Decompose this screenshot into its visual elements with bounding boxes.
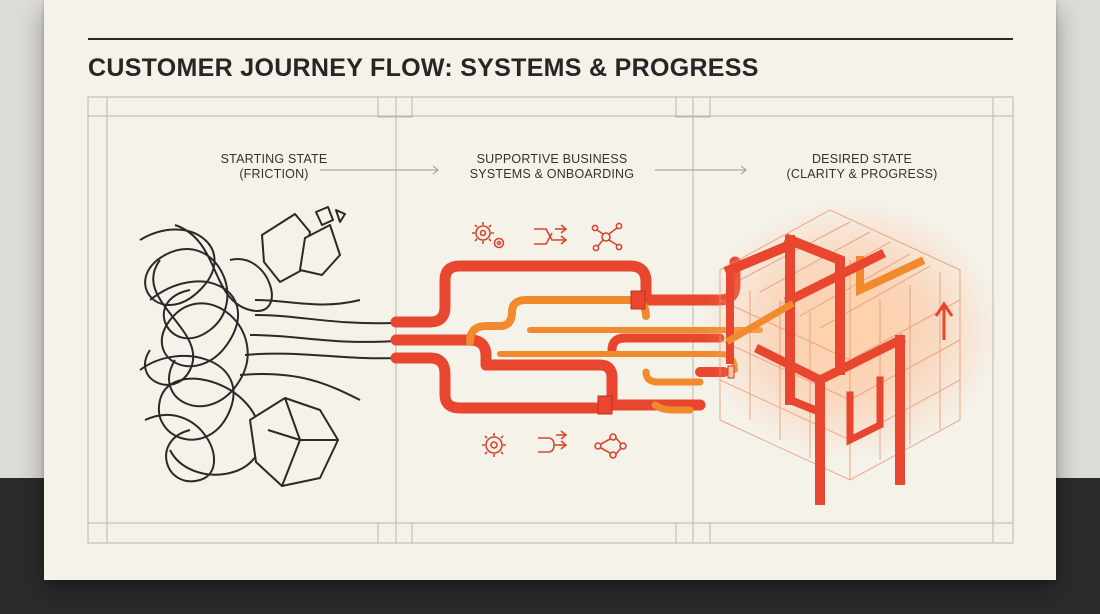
title-rule <box>88 38 1013 40</box>
page-title: CUSTOMER JOURNEY FLOW: SYSTEMS & PROGRES… <box>88 54 759 82</box>
stage-label-line: (CLARITY & PROGRESS) <box>786 167 938 181</box>
stage-label-supportive: SUPPORTIVE BUSINESS SYSTEMS & ONBOARDING <box>452 152 652 182</box>
stage-label-line: STARTING STATE <box>220 152 328 166</box>
gear-icon <box>482 433 506 457</box>
shuffle-arrows-icon <box>534 224 568 245</box>
stage-label-line: (FRICTION) <box>239 167 309 181</box>
stage-label-line: SUPPORTIVE BUSINESS <box>476 152 628 166</box>
gears-icon <box>472 222 505 249</box>
panel-frame <box>87 96 1014 544</box>
broken-cube-icon <box>249 206 346 487</box>
stage-label-line: SYSTEMS & ONBOARDING <box>469 167 635 181</box>
stage-label-desired: DESIRED STATE (CLARITY & PROGRESS) <box>762 152 962 182</box>
merge-arrows-icon <box>538 430 568 453</box>
stage-label-starting: STARTING STATE (FRICTION) <box>174 152 374 182</box>
stage-connector-arrows <box>320 165 747 175</box>
structure-beams <box>723 233 926 505</box>
tangled-knot-icon <box>139 224 397 483</box>
network-nodes-icon <box>591 222 623 252</box>
up-arrow-icon <box>934 301 954 340</box>
stage-label-line: DESIRED STATE <box>811 152 913 166</box>
share-nodes-icon <box>594 433 627 459</box>
